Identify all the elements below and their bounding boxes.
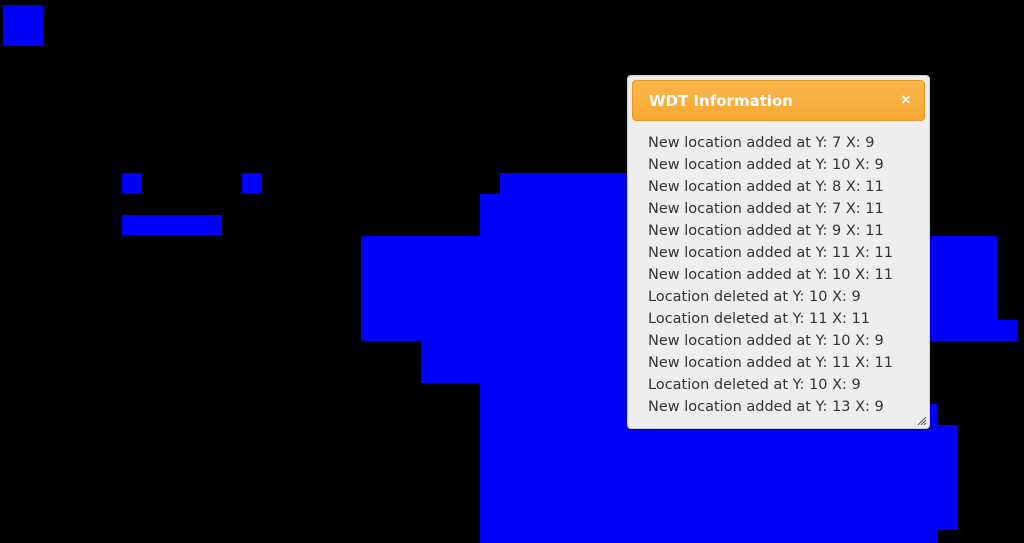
map-tile[interactable] <box>500 173 630 196</box>
log-entry: New location added at Y: 7 X: 9 <box>648 135 875 151</box>
log-entry: Location deleted at Y: 10 X: 9 <box>648 289 861 305</box>
log-entry: New location added at Y: 10 X: 11 <box>648 267 893 283</box>
log-entry: New location added at Y: 11 X: 11 <box>648 245 893 261</box>
log-entry: New location added at Y: 10 X: 9 <box>648 157 884 173</box>
log-entry: Location deleted at Y: 11 X: 11 <box>648 311 870 327</box>
log-entry: New location added at Y: 11 X: 11 <box>648 355 893 371</box>
map-tile[interactable] <box>930 404 937 429</box>
resize-grip-icon[interactable] <box>915 414 927 426</box>
map-tile[interactable] <box>628 429 938 543</box>
dialog-titlebar[interactable]: WDT Information × <box>632 80 925 121</box>
log-entry: Location deleted at Y: 10 X: 9 <box>648 377 861 393</box>
log-entry: New location added at Y: 9 X: 11 <box>648 223 884 239</box>
map-tile[interactable] <box>122 215 222 235</box>
wdt-information-dialog[interactable]: WDT Information × New location added at … <box>627 75 930 429</box>
map-tile[interactable] <box>930 236 997 321</box>
dialog-log: New location added at Y: 7 X: 9 New loca… <box>648 132 921 418</box>
log-entry: New location added at Y: 10 X: 9 <box>648 333 884 349</box>
map-tile[interactable] <box>480 381 630 543</box>
map-tile[interactable] <box>3 5 43 46</box>
map-tile[interactable] <box>421 339 630 383</box>
log-entry: New location added at Y: 13 X: 9 <box>648 399 884 415</box>
close-icon[interactable]: × <box>900 92 912 108</box>
log-entry: New location added at Y: 7 X: 11 <box>648 201 884 217</box>
map-tile[interactable] <box>361 236 630 341</box>
map-tile[interactable] <box>937 425 958 530</box>
log-entry: New location added at Y: 8 X: 11 <box>648 179 884 195</box>
map-tile[interactable] <box>242 173 262 193</box>
dialog-title: WDT Information <box>649 92 793 110</box>
map-tile[interactable] <box>930 320 1017 341</box>
map-tile[interactable] <box>480 194 630 238</box>
map-tile[interactable] <box>122 173 142 193</box>
